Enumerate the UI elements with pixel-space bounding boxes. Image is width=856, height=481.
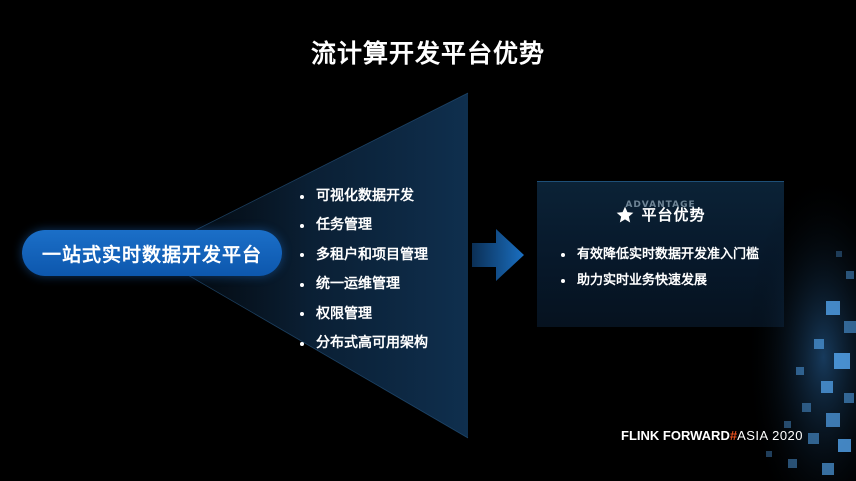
feature-text: 权限管理 (316, 305, 372, 322)
bullet-icon (561, 279, 565, 283)
logo-hash: # (729, 428, 738, 443)
list-item: 多租户和项目管理 (300, 241, 428, 270)
platform-pill: 一站式实时数据开发平台 (22, 230, 282, 276)
bullet-icon (300, 341, 304, 346)
list-item: 分布式高可用架构 (300, 329, 428, 358)
advantage-watermark: ADVANTAGE (625, 200, 696, 210)
bullet-icon (300, 194, 304, 199)
star-icon (617, 206, 634, 222)
advantage-title: 平台优势 (641, 206, 706, 224)
logo-text-forward: FORWARD (662, 428, 730, 443)
bullet-icon (300, 282, 304, 287)
page-title: 流计算开发平台优势 (310, 39, 545, 68)
advantage-list: 有效降低实时数据开发准入门槛 助力实时业务快速发展 (561, 242, 759, 294)
bullet-icon (300, 312, 304, 317)
feature-list: 可视化数据开发 任务管理 多租户和项目管理 统一运维管理 权限管理 分布式高可用… (300, 182, 428, 358)
logo-text-flink: FLINK (621, 428, 660, 443)
bullet-icon (561, 253, 565, 257)
list-item: 任务管理 (300, 211, 428, 240)
bullet-icon (300, 224, 304, 229)
decorative-cubes (726, 171, 856, 481)
list-item: 权限管理 (300, 300, 428, 329)
advantage-text: 有效降低实时数据开发准入门槛 (577, 247, 760, 262)
list-item: 有效降低实时数据开发准入门槛 (561, 242, 759, 268)
feature-text: 统一运维管理 (316, 276, 400, 293)
bullet-icon (300, 253, 304, 258)
list-item: 可视化数据开发 (300, 182, 428, 211)
list-item: 助力实时业务快速发展 (561, 268, 759, 294)
feature-text: 可视化数据开发 (316, 188, 414, 204)
advantage-text: 助力实时业务快速发展 (577, 273, 708, 288)
feature-text: 分布式高可用架构 (316, 334, 428, 351)
logo-text-asia: ASIA 2020 (737, 428, 804, 443)
advantage-header: 平台优势 (537, 204, 784, 225)
list-item: 统一运维管理 (300, 270, 428, 299)
feature-text: 任务管理 (316, 217, 372, 234)
platform-label: 一站式实时数据开发平台 (41, 243, 262, 266)
feature-text: 多租户和项目管理 (316, 246, 428, 263)
event-logo: FLINK FORWARD#ASIA 2020 (621, 428, 803, 443)
arrow-right-icon (472, 229, 524, 281)
